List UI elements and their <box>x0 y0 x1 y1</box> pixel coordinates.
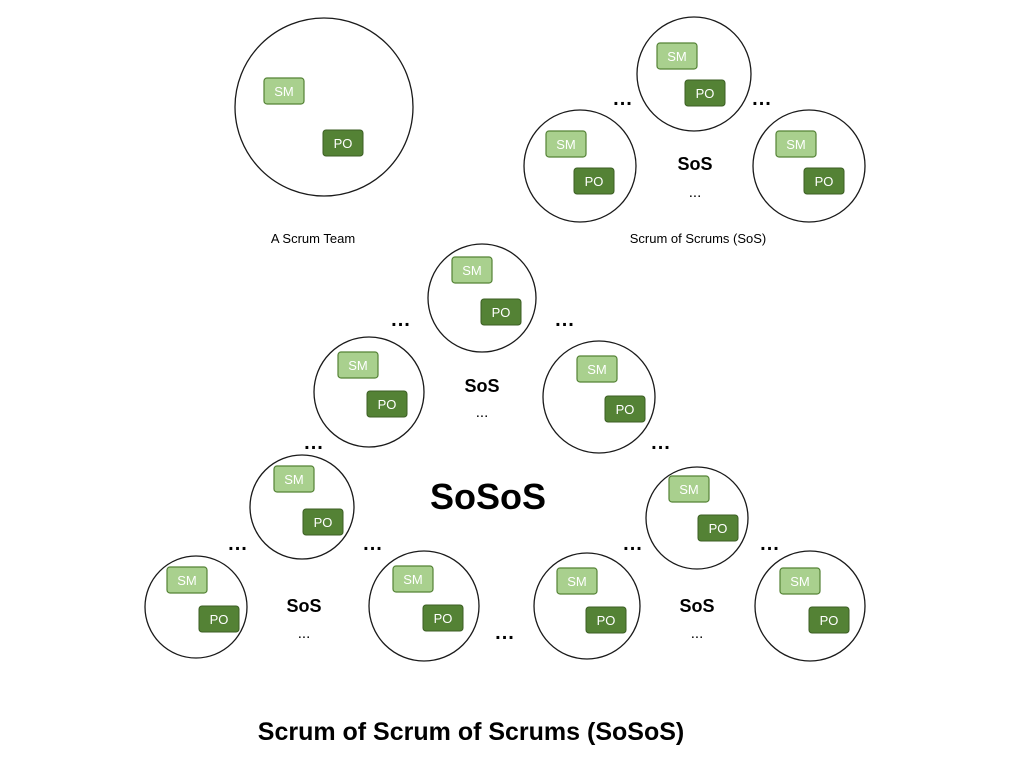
sos-label-bottom-right: SoS <box>679 596 715 616</box>
po-box <box>480 298 522 326</box>
caption-scrum-team: A Scrum Team <box>270 231 356 246</box>
sos-label-middle: SoS <box>464 376 500 396</box>
sm-box <box>779 567 821 595</box>
sm-label: SM <box>556 137 576 152</box>
team-circle <box>542 340 656 454</box>
po-box <box>604 395 646 423</box>
sm-box <box>656 42 698 70</box>
scrum-team-6: SM PO <box>313 336 425 448</box>
sm-label: SM <box>567 574 587 589</box>
scrum-team-11: SM PO <box>368 550 480 662</box>
scrum-team-7: SM PO <box>542 340 656 454</box>
ellipsis-sos-inner-middle: ... <box>475 404 489 421</box>
po-label: PO <box>820 613 839 628</box>
scrum-team-1: SM PO <box>234 17 414 197</box>
ellipsis-sos-top-right: ... <box>752 88 772 110</box>
sm-box <box>576 355 618 383</box>
sm-label: SM <box>348 358 368 373</box>
sm-box <box>451 256 493 284</box>
po-box <box>322 129 364 157</box>
po-box <box>366 390 408 418</box>
sm-box <box>545 130 587 158</box>
ellipsis-mid-right: ... <box>555 309 575 331</box>
diagram-title: Scrum of Scrum of Scrums (SoSoS) <box>257 718 685 746</box>
sm-label: SM <box>403 572 423 587</box>
po-label: PO <box>492 305 511 320</box>
po-box <box>684 79 726 107</box>
sm-label: SM <box>790 574 810 589</box>
po-box <box>697 514 739 542</box>
po-box <box>808 606 850 634</box>
scrum-team-13: SM PO <box>754 550 866 662</box>
ellipsis-bottom-center: ... <box>495 622 515 644</box>
scrum-team-8: SM PO <box>249 454 355 560</box>
po-box <box>803 167 845 195</box>
sm-label: SM <box>587 362 607 377</box>
ellipsis-bottom-left-a: ... <box>228 533 248 555</box>
sosos-label: SoSoS <box>429 476 547 517</box>
po-box <box>585 606 627 634</box>
caption-scrum-of-scrums: Scrum of Scrums (SoS) <box>629 231 767 246</box>
ellipsis-sos-inner-bottom-right: ... <box>690 625 704 642</box>
po-label: PO <box>616 402 635 417</box>
sm-box <box>337 351 379 379</box>
ellipsis-right-stack: ... <box>651 432 671 454</box>
sm-box <box>166 566 208 594</box>
team-circle <box>636 16 752 132</box>
ellipsis-bottom-right-b: ... <box>760 533 780 555</box>
scrum-team-3: SM PO <box>523 109 637 223</box>
po-label: PO <box>434 611 453 626</box>
scrum-team-12: SM PO <box>533 552 641 660</box>
ellipsis-left-stack: ... <box>304 432 324 454</box>
po-label: PO <box>815 174 834 189</box>
po-label: PO <box>696 86 715 101</box>
scrum-team-2: SM PO <box>636 16 752 132</box>
scrum-team-5: SM PO <box>427 243 537 353</box>
sos-label-bottom-left: SoS <box>286 596 322 616</box>
sm-label: SM <box>679 482 699 497</box>
ellipsis-sos-inner-bottom-left: ... <box>297 625 311 642</box>
ellipsis-bottom-right-a: ... <box>623 533 643 555</box>
ellipsis-sos-inner-top-right: ... <box>688 184 702 201</box>
po-label: PO <box>709 521 728 536</box>
po-box <box>198 605 240 633</box>
scrum-team-4: SM PO <box>752 109 866 223</box>
po-box <box>302 508 344 536</box>
ellipsis-bottom-left-b: ... <box>363 533 383 555</box>
sos-label-top-right: SoS <box>677 154 713 174</box>
po-label: PO <box>334 136 353 151</box>
sm-box <box>775 130 817 158</box>
scrum-team-10: SM PO <box>144 555 248 659</box>
po-box <box>573 167 615 195</box>
sm-label: SM <box>284 472 304 487</box>
sm-label: SM <box>177 573 197 588</box>
po-label: PO <box>585 174 604 189</box>
ellipsis-sos-top-left: ... <box>613 88 633 110</box>
team-circle <box>523 109 637 223</box>
sm-box <box>263 77 305 105</box>
sm-label: SM <box>667 49 687 64</box>
po-label: PO <box>210 612 229 627</box>
sm-label: SM <box>786 137 806 152</box>
sm-box <box>668 475 710 503</box>
po-label: PO <box>314 515 333 530</box>
ellipsis-mid-left: ... <box>391 309 411 331</box>
team-circle <box>752 109 866 223</box>
sm-label: SM <box>462 263 482 278</box>
sm-label: SM <box>274 84 294 99</box>
po-label: PO <box>378 397 397 412</box>
po-box <box>422 604 464 632</box>
team-circle <box>234 17 414 197</box>
sm-box <box>273 465 315 493</box>
sm-box <box>556 567 598 595</box>
scrum-team-9: SM PO <box>645 466 749 570</box>
po-label: PO <box>597 613 616 628</box>
sm-box <box>392 565 434 593</box>
